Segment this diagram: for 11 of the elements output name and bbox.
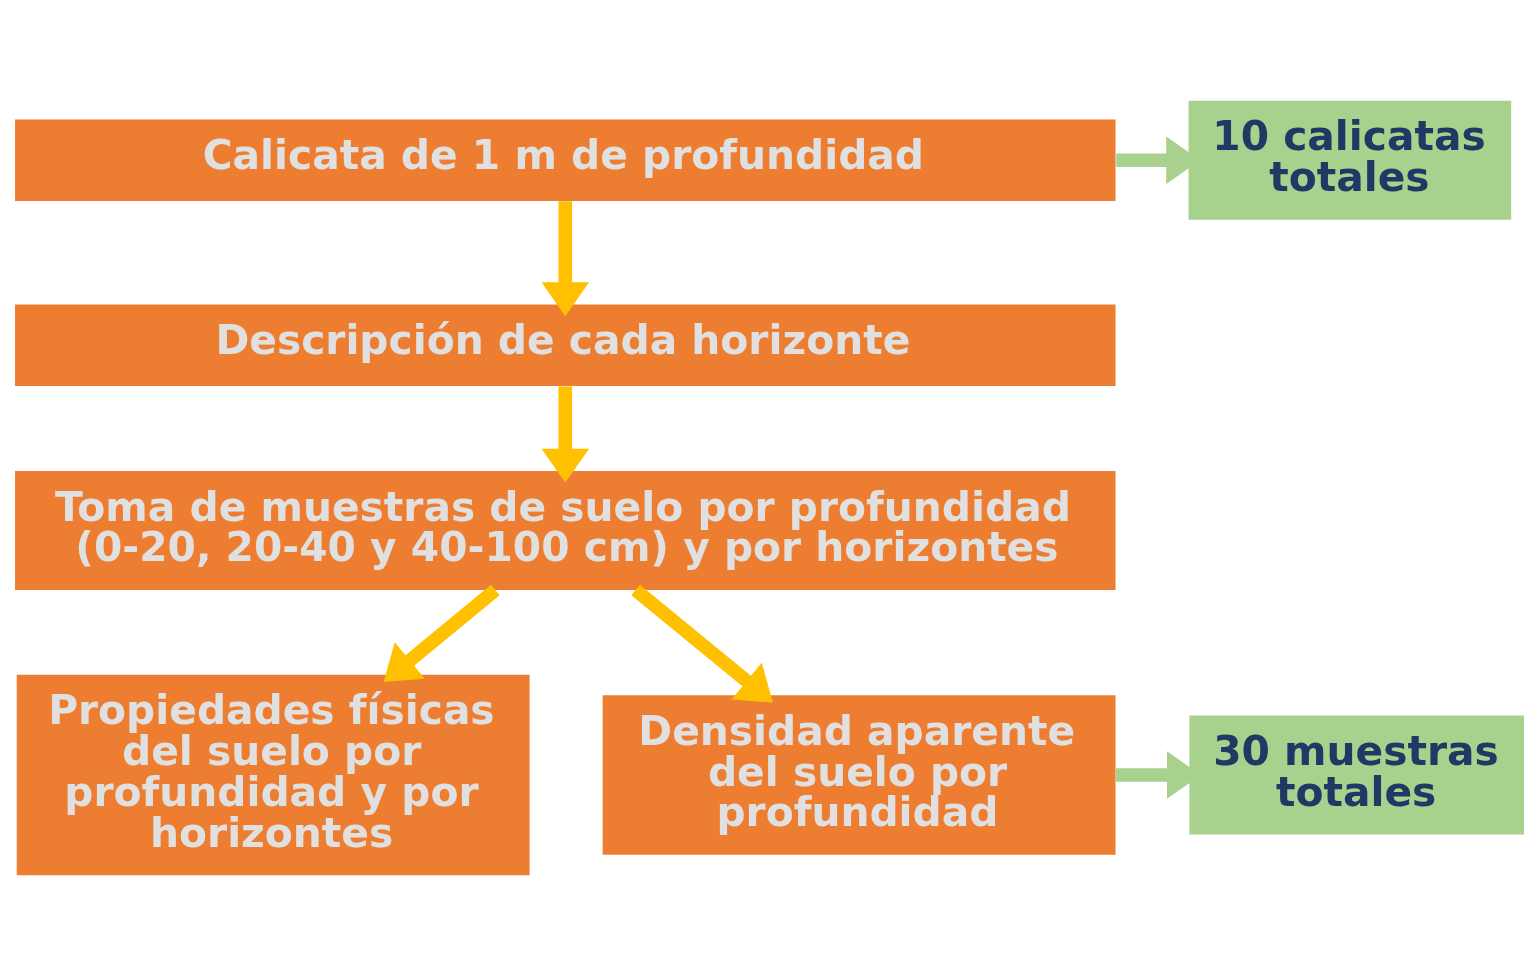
node-box: 10 calicatas totales: [1188, 100, 1512, 220]
arrow: [383, 584, 500, 683]
arrow: [541, 201, 590, 317]
node-box: Toma de muestras de suelo por profundidad (0-20, 20-40 y 40-100 cm) y por horizontes: [15, 471, 1116, 590]
arrow: [541, 386, 590, 483]
node-box: 30 muestras totales: [1189, 715, 1524, 835]
arrow: [631, 584, 773, 703]
node-box: Propiedades físicas del suelo por profundidad y por horizontes: [16, 674, 530, 876]
node-box: Descripción de cada horizonte: [15, 304, 1116, 387]
node-box: Densidad aparente del suelo por profundidad: [602, 695, 1116, 855]
node-box: Calicata de 1 m de profundidad: [15, 119, 1116, 201]
